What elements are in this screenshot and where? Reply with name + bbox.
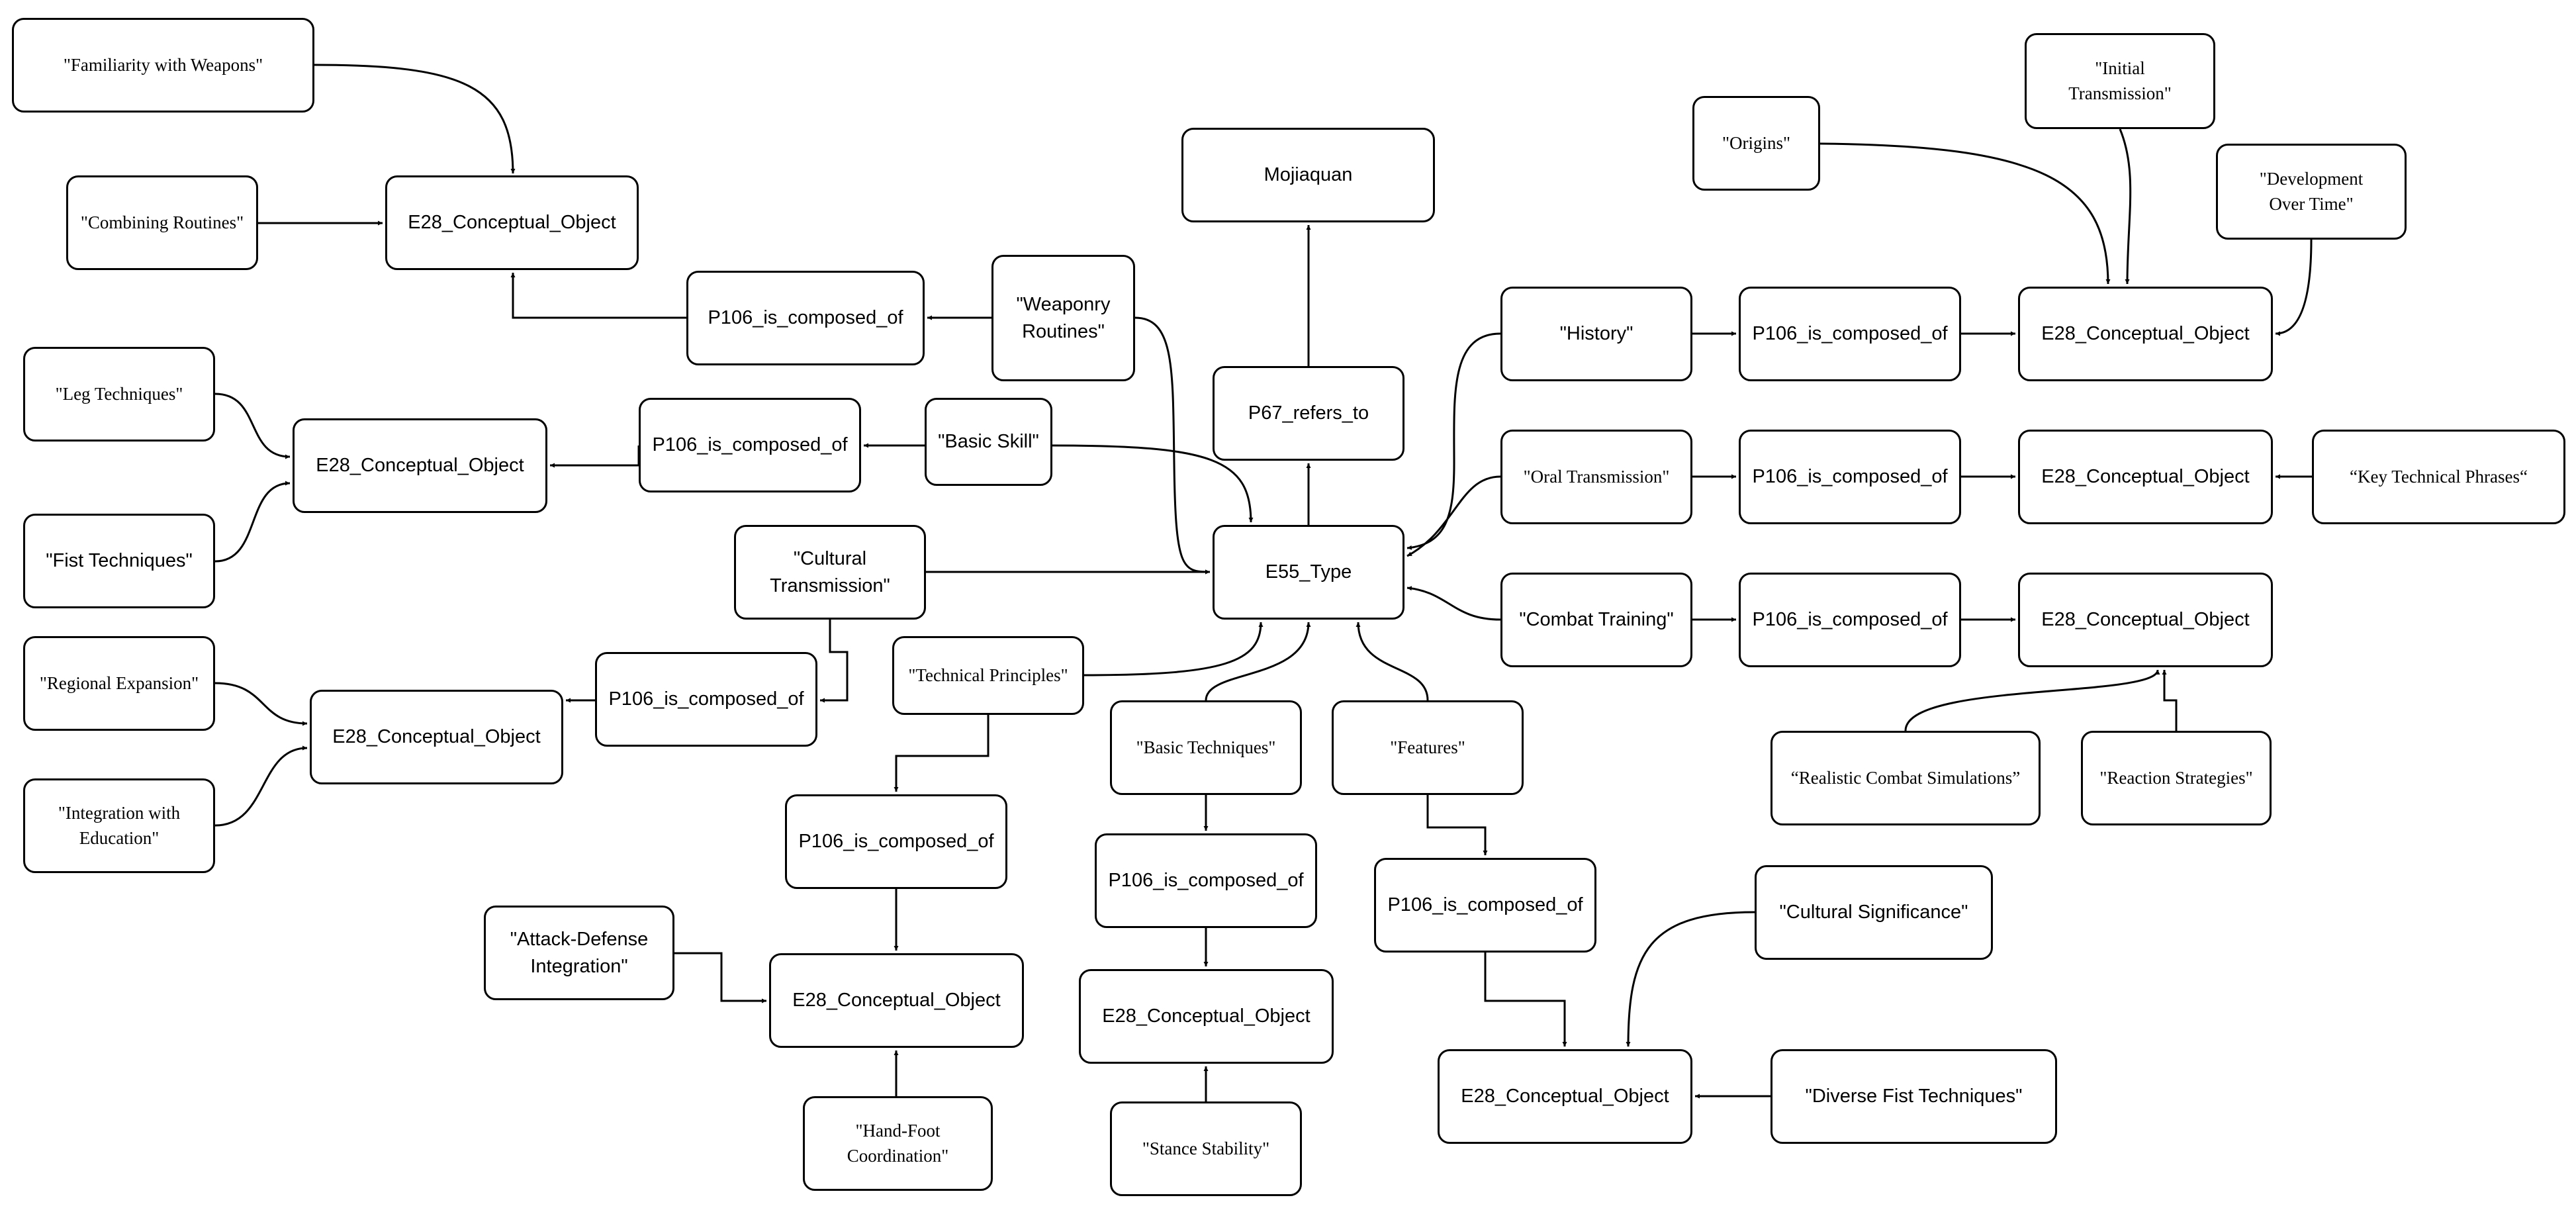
e28-oral-node: E28_Conceptual_Object: [2018, 430, 2273, 524]
edge-cultural-transmission-to-p106: [820, 620, 849, 703]
edge-combat-to-e55: [1406, 586, 1501, 621]
e28-weapons-node: E28_Conceptual_Object: [385, 175, 639, 270]
edge-realistic-to-e28-combat: [1904, 669, 2160, 731]
edge-leg-to-e28-basic-skill: [214, 393, 291, 459]
p106-features-node: P106_is_composed_of: [1374, 858, 1596, 953]
integration-with-education-node: "Integration with Education": [23, 778, 215, 873]
e55-type-node: E55_Type: [1213, 525, 1404, 620]
edge-origins-to-e28-history: [1819, 142, 2111, 285]
mojiaquan-node: Mojiaquan: [1181, 128, 1435, 222]
edge-reaction-to-e28-combat: [2162, 670, 2178, 731]
edge-basic-techniques-to-e55: [1205, 622, 1311, 701]
p106-basic-techniques-node: P106_is_composed_of: [1095, 833, 1317, 928]
basic-skill-node: "Basic Skill": [925, 398, 1052, 486]
diverse-fist-techniques-node: "Diverse Fist Techniques": [1771, 1049, 2057, 1144]
edge-initial-to-e28-history: [2119, 128, 2132, 285]
edge-technical-principles-to-p106: [894, 715, 989, 792]
p106-basic-skill-node: P106_is_composed_of: [639, 398, 861, 492]
edge-technical-principles-to-e55: [1083, 622, 1264, 677]
oral-transmission-node: "Oral Transmission": [1500, 430, 1692, 524]
edge-oral-to-e55: [1406, 475, 1501, 557]
e28-principles-node: E28_Conceptual_Object: [769, 953, 1024, 1048]
familiarity-with-weapons-node: "Familiarity with Weapons": [12, 18, 314, 113]
development-over-time-node: "Development Over Time": [2216, 144, 2407, 240]
history-node: "History": [1500, 287, 1692, 381]
edge-features-to-p106: [1426, 795, 1488, 855]
edge-cultural-significance-to-e28: [1626, 911, 1755, 1047]
p67-refers-to-node: P67_refers_to: [1213, 366, 1404, 461]
reaction-strategies-node: "Reaction Strategies": [2081, 731, 2272, 825]
edge-features-to-e55: [1356, 622, 1429, 701]
e28-cultural-node: E28_Conceptual_Object: [310, 690, 563, 784]
p106-history-node: P106_is_composed_of: [1739, 287, 1961, 381]
edge-history-to-e55: [1406, 332, 1501, 550]
e28-combat-node: E28_Conceptual_Object: [2018, 573, 2273, 667]
weaponry-routines-node: "Weaponry Routines": [991, 255, 1135, 381]
e28-basic-skill-node: E28_Conceptual_Object: [293, 418, 547, 513]
e28-basic-techniques-node: E28_Conceptual_Object: [1079, 969, 1334, 1064]
edge-attack-defense-to-e28: [674, 952, 766, 1004]
edge-regional-to-e28-cultural: [214, 682, 308, 726]
edge-fist-to-e28-basic-skill: [214, 481, 291, 563]
key-technical-phrases-node: “Key Technical Phrases“: [2312, 430, 2565, 524]
features-node: "Features": [1332, 700, 1524, 795]
edge-p106-weaponry-to-e28-weapons: [510, 273, 686, 319]
p106-weaponry-node: P106_is_composed_of: [686, 271, 925, 365]
basic-techniques-node: "Basic Techniques": [1110, 700, 1302, 795]
realistic-combat-simulations-node: “Realistic Combat Simulations”: [1771, 731, 2041, 825]
edge-basic-skill-to-e55: [1052, 444, 1254, 523]
combat-training-node: "Combat Training": [1500, 573, 1692, 667]
edge-development-to-e28-history: [2275, 239, 2313, 336]
technical-principles-node: "Technical Principles": [892, 636, 1084, 715]
hand-foot-coordination-node: "Hand-Foot Coordination": [803, 1096, 993, 1191]
e28-features-node: E28_Conceptual_Object: [1438, 1049, 1692, 1144]
cultural-transmission-node: "Cultural Transmission": [734, 525, 926, 620]
edge-weaponry-to-e55: [1134, 316, 1211, 575]
e28-history-node: E28_Conceptual_Object: [2018, 287, 2273, 381]
edge-integration-to-e28-cultural: [214, 745, 308, 827]
regional-expansion-node: "Regional Expansion": [23, 636, 215, 731]
cultural-significance-node: "Cultural Significance": [1755, 865, 1993, 960]
p106-principles-node: P106_is_composed_of: [785, 794, 1007, 889]
attack-defense-integration-node: "Attack-Defense Integration": [484, 906, 674, 1000]
combining-routines-node: "Combining Routines": [66, 175, 258, 270]
edge-p106-basic-skill-to-e28: [550, 445, 640, 468]
p106-cultural-node: P106_is_composed_of: [595, 652, 817, 747]
origins-node: "Origins": [1692, 96, 1820, 191]
fist-techniques-node: "Fist Techniques": [23, 514, 215, 608]
p106-combat-node: P106_is_composed_of: [1739, 573, 1961, 667]
stance-stability-node: "Stance Stability": [1110, 1101, 1302, 1196]
p106-oral-node: P106_is_composed_of: [1739, 430, 1961, 524]
leg-techniques-node: "Leg Techniques": [23, 347, 215, 442]
edge-p106-features-to-e28: [1484, 953, 1567, 1047]
initial-transmission-node: "Initial Transmission": [2025, 33, 2215, 129]
edge-familiarity-to-e28-weapons: [314, 64, 516, 174]
